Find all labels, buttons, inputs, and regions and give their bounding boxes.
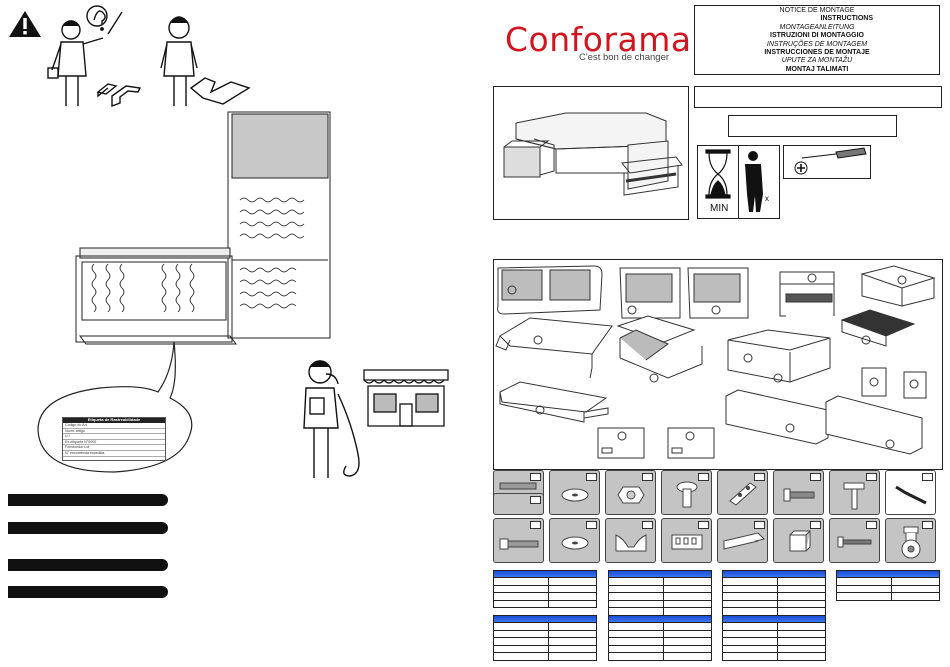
back-panel-part [619,267,681,319]
cushion-part [825,395,923,455]
cushion-part [499,381,609,423]
leg-plate-part [597,427,715,459]
phillips-plus-icon [794,161,808,175]
title-line: NOTICE DE MONTAGE [779,7,855,14]
back-panel-part [497,265,603,315]
parts-frame [493,259,943,470]
title-line: MONTAGEANLEITUNG [779,23,855,31]
persons-sign: x [765,194,769,203]
tool-panel [783,145,871,179]
placeholder-bar [8,522,168,534]
instructions-title-box: NOTICE DE MONTAGE INSTRUCTIONS MONTAGEAN… [694,5,940,75]
storage-part [779,271,835,317]
cube-part [861,367,927,399]
hardware-caster [885,518,936,563]
product-image-box [493,86,689,220]
title-line: MONTAJ TALIMATI [785,65,849,73]
quantity-table [722,615,826,661]
hardware-nut [605,470,656,515]
traceability-row: U.I [63,434,165,440]
traceability-label: Etiqueta de Rastreabilidade Código do Ar… [62,417,166,461]
traceability-label-title: Etiqueta de Rastreabilidade [63,417,165,423]
quantity-table [608,615,712,661]
time-unit: MIN [710,203,729,214]
shop-icon [363,369,449,427]
seat-frame-part [727,329,831,383]
hardware-connector-block [661,518,712,563]
back-panel-part [687,267,749,319]
quantity-table [493,615,597,661]
blank-field-wide [694,86,942,108]
title-line: INSTRUCCIONES DE MONTAJE [764,49,870,57]
storage-part [840,265,936,347]
hardware-connector-strip [717,518,768,563]
corner-sofa-illustration [503,112,683,196]
traceability-row: Norm. artigo [63,429,165,435]
placeholder-bar [8,586,168,598]
seat-frame-part [616,315,703,383]
worker-icon [745,151,763,212]
placeholder-bar [8,494,168,506]
title-line: UPUTE ZA MONTAŽU [781,57,853,65]
hardware-bracket [717,470,768,515]
title-line: INSTRUCTIONS [820,15,874,23]
hardware-long-bolt [493,518,544,563]
hardware-hammer-key [829,470,880,515]
persons-panel: x [738,145,780,219]
hardware-cube [773,518,824,563]
standing-man-illustration [160,16,251,106]
quantity-table [836,570,940,601]
title-line: ISTRUZIONI DI MONTAGGIO [770,32,864,40]
hardware-washer [549,518,600,563]
cushion-part [725,389,829,445]
screwdriver-icon [794,147,867,175]
traceability-row: Código do Art. [63,423,165,429]
brand-tagline: C'est bon de changer [579,52,670,63]
sofa-frame-illustration [75,111,331,345]
traceability-row: Fornecedor Lot [63,445,165,451]
hardware-wing-nut [605,518,656,563]
quantity-table [722,570,826,616]
quantity-table [493,570,597,608]
hourglass-icon [705,149,731,199]
parts-illustration [495,265,936,459]
time-panel: MIN [697,145,739,219]
phone-man-illustration [303,360,360,478]
confused-man-illustration [47,5,142,108]
brand-logo: Conforama [505,20,692,59]
hardware-wood-screw [829,518,880,563]
warning-icon [9,11,41,37]
placeholder-bar [8,559,168,571]
title-line: INSTRUÇÕES DE MONTAGEM [766,40,868,48]
hardware-cap-screw [661,470,712,515]
hardware-washer [549,470,600,515]
traceability-row: N° encomenda expedida [63,451,165,457]
blank-field-narrow [728,115,897,137]
hardware-allen-key [885,470,936,515]
telephone-icon [325,373,339,385]
traceability-row: Ex-etiqueta N°0000 [63,440,165,446]
hardware-bolt-strip [493,493,544,515]
seat-frame-part [495,317,613,379]
quantity-table [608,570,712,616]
hardware-bolt [773,470,824,515]
